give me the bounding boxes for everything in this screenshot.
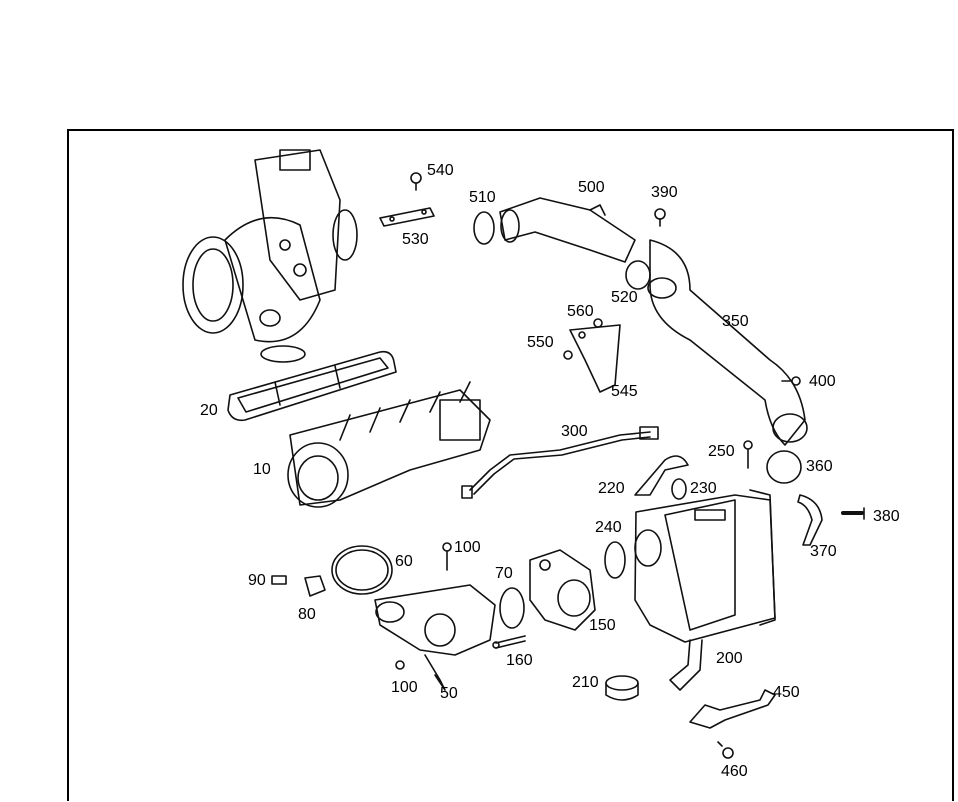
- pin-90: [271, 575, 287, 585]
- callout-220: 220: [598, 480, 625, 497]
- screw-380: [841, 507, 865, 520]
- bolt-100-bottom: [395, 660, 405, 670]
- callout-520: 520: [611, 289, 638, 306]
- bolt-400: [781, 376, 801, 386]
- callout-150: 150: [589, 617, 616, 634]
- callout-530: 530: [402, 231, 429, 248]
- bracket-450: [689, 689, 776, 729]
- bolt-460: [717, 741, 734, 759]
- bracket-530: [379, 207, 435, 227]
- seal-ring-510: [473, 211, 495, 245]
- callout-250: 250: [708, 443, 735, 460]
- bracket-220: [634, 455, 689, 496]
- callout-240: 240: [595, 519, 622, 536]
- callout-210: 210: [572, 674, 599, 691]
- callout-460: 460: [721, 763, 748, 780]
- callout-80: 80: [298, 606, 316, 623]
- sensor-80: [304, 575, 326, 597]
- seal-ring-70: [499, 587, 525, 629]
- callout-10: 10: [253, 461, 271, 478]
- bracket-370: [797, 494, 823, 546]
- callout-550: 550: [527, 334, 554, 351]
- vent-line-300: [461, 426, 659, 499]
- charge-air-pipe-500: [499, 197, 636, 263]
- callout-400: 400: [809, 373, 836, 390]
- bolt-540: [410, 172, 422, 191]
- callout-70: 70: [495, 565, 513, 582]
- seal-ring-230: [671, 478, 687, 500]
- throttle-valve-150: [529, 549, 596, 631]
- seal-ring-60: [331, 545, 393, 595]
- intake-manifold: [287, 381, 491, 508]
- seal-ring-360: [766, 450, 802, 484]
- bolt-100-top: [442, 542, 452, 571]
- bolt-390: [654, 208, 666, 227]
- callout-60: 60: [395, 553, 413, 570]
- callout-500: 500: [578, 179, 605, 196]
- charge-air-cooler-200: [634, 489, 776, 691]
- callout-100-bottom: 100: [391, 679, 418, 696]
- callout-545: 545: [611, 383, 638, 400]
- bolt-560: [593, 318, 603, 328]
- callout-160: 160: [506, 652, 533, 669]
- seal-ring-520: [625, 260, 651, 290]
- callout-540: 540: [427, 162, 454, 179]
- charge-air-hose-350: [647, 239, 808, 446]
- bolt-250: [743, 440, 753, 469]
- callout-390: 390: [651, 184, 678, 201]
- callout-450: 450: [773, 684, 800, 701]
- turbocharger: [182, 149, 358, 363]
- callout-360: 360: [806, 458, 833, 475]
- callout-90: 90: [248, 572, 266, 589]
- bolt-160: [492, 635, 526, 649]
- bracket-545: [569, 324, 621, 393]
- callout-370: 370: [810, 543, 837, 560]
- diagram-frame: [67, 129, 954, 801]
- callout-230: 230: [690, 480, 717, 497]
- throttle-housing-50: [374, 584, 496, 691]
- callout-300: 300: [561, 423, 588, 440]
- callout-380: 380: [873, 508, 900, 525]
- callout-50: 50: [440, 685, 458, 702]
- callout-560: 560: [567, 303, 594, 320]
- bolt-550: [563, 350, 573, 360]
- callout-200: 200: [716, 650, 743, 667]
- callout-510: 510: [469, 189, 496, 206]
- clamp-210: [605, 675, 639, 701]
- callout-350: 350: [722, 313, 749, 330]
- callout-100-top: 100: [454, 539, 481, 556]
- callout-20: 20: [200, 402, 218, 419]
- gasket-20: [227, 350, 397, 422]
- seal-ring-240: [604, 541, 626, 579]
